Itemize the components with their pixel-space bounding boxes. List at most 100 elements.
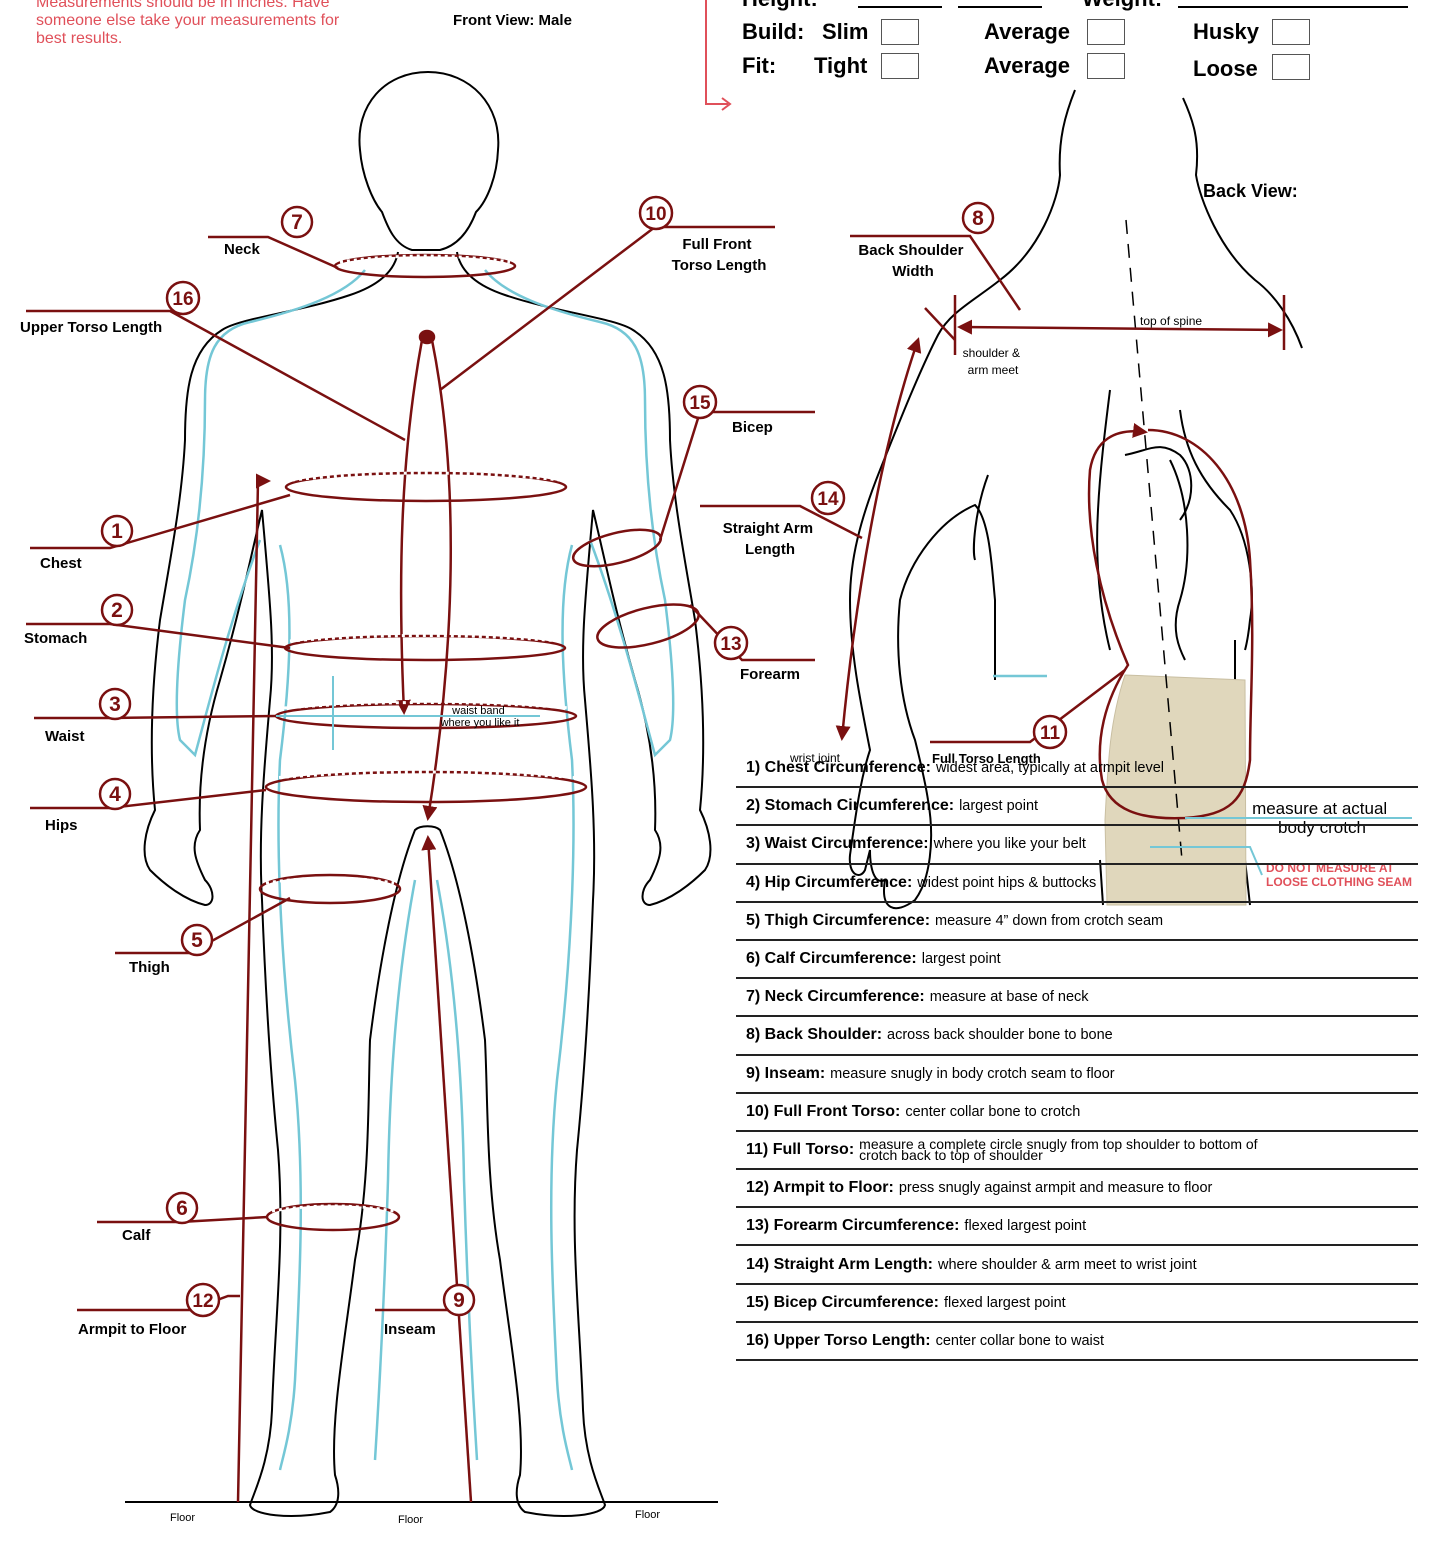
fit-option-loose: Loose bbox=[1193, 56, 1258, 82]
label-stomach: Stomach bbox=[24, 630, 87, 647]
build-label: Build: bbox=[742, 19, 804, 45]
marker-16: 16 bbox=[167, 282, 199, 314]
marker-12: 12 bbox=[187, 1284, 219, 1316]
legend-row: 11) Full Torso: measure a complete circle… bbox=[736, 1132, 1418, 1170]
marker-number: 15 bbox=[689, 393, 711, 414]
marker-number: 4 bbox=[109, 783, 121, 806]
legend-title: 15) Bicep Circumference: bbox=[746, 1294, 939, 1312]
height-field-2[interactable] bbox=[958, 0, 1042, 8]
fit-label: Fit: bbox=[742, 53, 776, 79]
front-view-title: Front View: Male bbox=[453, 12, 572, 29]
legend-title: 14) Straight Arm Length: bbox=[746, 1256, 933, 1274]
height-field[interactable] bbox=[858, 0, 942, 8]
legend-row: 9) Inseam: measure snugly in body crotch … bbox=[736, 1056, 1418, 1094]
marker-13: 13 bbox=[715, 627, 747, 659]
label-top-of-spine: top of spine bbox=[1140, 314, 1202, 328]
legend-title: 5) Thigh Circumference: bbox=[746, 912, 930, 930]
legend-row: 7) Neck Circumference:measure at base of… bbox=[736, 979, 1418, 1017]
fit-loose-checkbox[interactable] bbox=[1272, 54, 1310, 80]
legend-description: across back shoulder bone to bone bbox=[887, 1027, 1113, 1043]
legend-description: press snugly against armpit and measure … bbox=[899, 1180, 1213, 1196]
weight-field[interactable] bbox=[1178, 0, 1408, 8]
build-average-checkbox[interactable] bbox=[1087, 19, 1125, 45]
build-husky-checkbox[interactable] bbox=[1272, 19, 1310, 45]
floor-label-center: Floor bbox=[398, 1514, 423, 1526]
fit-option-average: Average bbox=[984, 53, 1070, 79]
marker-number: 14 bbox=[817, 489, 839, 510]
marker-4: 4 bbox=[100, 779, 130, 809]
legend-title: 1) Chest Circumference: bbox=[746, 759, 931, 777]
label-back-shoulder: Back Shoulder Width bbox=[858, 242, 967, 280]
marker-number: 12 bbox=[192, 1291, 213, 1312]
legend-title: 8) Back Shoulder: bbox=[746, 1026, 882, 1044]
legend-title: 4) Hip Circumference: bbox=[746, 874, 912, 892]
back-view-title: Back View: bbox=[1203, 181, 1298, 201]
marker-number: 6 bbox=[176, 1197, 188, 1220]
instructions-note: Measurements should be in inches. Have s… bbox=[36, 0, 356, 48]
marker-8: 8 bbox=[963, 203, 993, 233]
legend-description: largest point bbox=[959, 798, 1038, 814]
label-bicep: Bicep bbox=[732, 419, 773, 436]
front-dotted-rings bbox=[266, 256, 580, 1211]
legend-description: measure snugly in body crotch seam to fl… bbox=[830, 1066, 1115, 1082]
marker-number: 16 bbox=[172, 289, 193, 310]
legend-title: 3) Waist Circumference: bbox=[746, 835, 929, 853]
fit-average-checkbox[interactable] bbox=[1087, 53, 1125, 79]
legend-row: 5) Thigh Circumference: measure 4” down f… bbox=[736, 903, 1418, 941]
legend-row: 2) Stomach Circumference: largest point bbox=[736, 788, 1418, 826]
build-option-husky: Husky bbox=[1193, 19, 1259, 45]
marker-9: 9 bbox=[444, 1285, 474, 1315]
floor-label-right: Floor bbox=[635, 1509, 660, 1521]
marker-number: 1 bbox=[111, 520, 123, 543]
build-slim-checkbox[interactable] bbox=[881, 19, 919, 45]
legend-title: 13) Forearm Circumference: bbox=[746, 1217, 959, 1235]
legend-description: where you like your belt bbox=[934, 836, 1086, 852]
marker-1: 1 bbox=[102, 516, 132, 546]
legend-row: 1) Chest Circumference:widest area, typi… bbox=[736, 750, 1418, 788]
legend-title: 10) Full Front Torso: bbox=[746, 1103, 900, 1121]
marker-number: 13 bbox=[720, 634, 741, 655]
marker-number: 8 bbox=[972, 207, 984, 230]
label-calf: Calf bbox=[122, 1227, 151, 1244]
marker-number: 11 bbox=[1040, 723, 1061, 744]
floor-label-left: Floor bbox=[170, 1512, 195, 1524]
legend-row: 3) Waist Circumference: where you like yo… bbox=[736, 826, 1418, 864]
label-full-front-torso: Full Front Torso Length bbox=[672, 236, 767, 274]
waist-band-label: waist band where you like it bbox=[440, 705, 520, 729]
label-straight-arm: Straight Arm Length bbox=[723, 520, 817, 558]
marker-number: 2 bbox=[111, 599, 123, 622]
form-pointer-arrow bbox=[706, 0, 730, 110]
label-waist: Waist bbox=[45, 728, 84, 745]
label-inseam: Inseam bbox=[384, 1321, 436, 1338]
legend-row: 6) Calf Circumference:largest point bbox=[736, 941, 1418, 979]
legend-title: 2) Stomach Circumference: bbox=[746, 797, 954, 815]
label-hips: Hips bbox=[45, 817, 78, 834]
marker-number: 9 bbox=[453, 1289, 465, 1312]
legend-row: 16) Upper Torso Length:center collar bon… bbox=[736, 1323, 1418, 1361]
marker-3: 3 bbox=[100, 689, 130, 719]
legend-row: 10) Full Front Torso:center collar bone … bbox=[736, 1094, 1418, 1132]
marker-10: 10 bbox=[640, 197, 672, 229]
legend-title: 9) Inseam: bbox=[746, 1065, 825, 1083]
marker-14: 14 bbox=[812, 482, 844, 514]
legend-row: 15) Bicep Circumference: flexed largest p… bbox=[736, 1285, 1418, 1323]
label-forearm: Forearm bbox=[740, 666, 800, 683]
label-chest: Chest bbox=[40, 555, 82, 572]
label-shoulder-arm-meet: shoulder & arm meet bbox=[963, 346, 1024, 377]
legend-description: measure a complete circle snugly from to… bbox=[859, 1139, 1279, 1161]
legend-description: measure 4” down from crotch seam bbox=[935, 913, 1163, 929]
marker-15: 15 bbox=[684, 386, 716, 418]
marker-number: 5 bbox=[191, 929, 203, 952]
fit-tight-checkbox[interactable] bbox=[881, 53, 919, 79]
legend-row: 14) Straight Arm Length:where shoulder &… bbox=[736, 1246, 1418, 1284]
legend-row: 8) Back Shoulder: across back shoulder bo… bbox=[736, 1017, 1418, 1055]
build-option-average: Average bbox=[984, 19, 1070, 45]
legend-description: largest point bbox=[922, 951, 1001, 967]
weight-label: Weight: bbox=[1082, 0, 1162, 12]
build-option-slim: Slim bbox=[822, 19, 868, 45]
marker-number: 7 bbox=[291, 211, 303, 234]
legend-description: flexed largest point bbox=[964, 1218, 1086, 1234]
legend-title: 16) Upper Torso Length: bbox=[746, 1332, 931, 1350]
legend-title: 11) Full Torso: bbox=[746, 1141, 854, 1159]
legend-description: flexed largest point bbox=[944, 1295, 1066, 1311]
